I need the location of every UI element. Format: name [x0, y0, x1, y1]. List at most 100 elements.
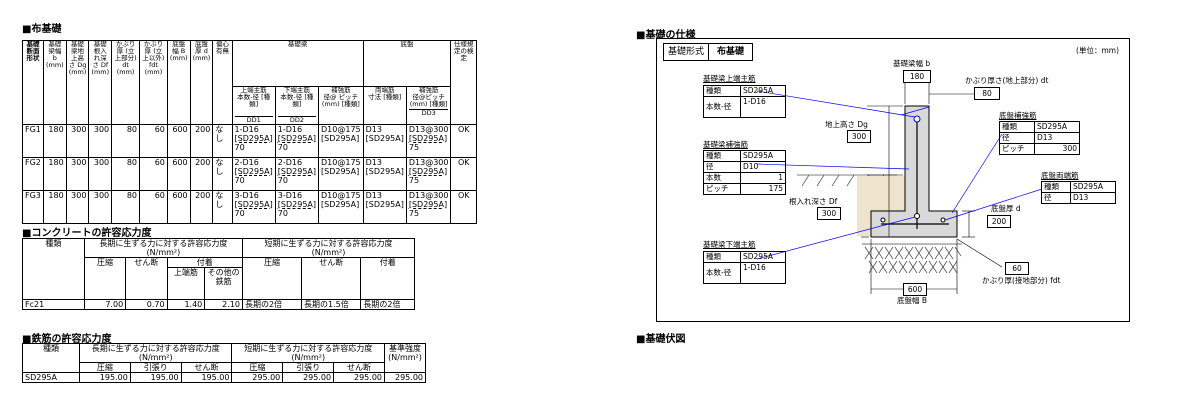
- cell-line: 70: [277, 209, 288, 218]
- ct-comp: 圧縮: [83, 257, 127, 300]
- slab-end-sub: 寸法 [種類]: [368, 93, 402, 101]
- cell: 200: [189, 157, 214, 191]
- cell: 径: [999, 132, 1035, 144]
- cell: 300: [88, 190, 113, 224]
- section-title-spec: ■基礎の仕様: [636, 30, 696, 41]
- cell: 長期の2倍: [241, 299, 303, 310]
- foundation-body: [870, 105, 958, 238]
- cell: 200: [189, 190, 214, 224]
- rt-kind: 種類: [22, 343, 80, 373]
- rt-ltens: 引張り: [129, 362, 182, 373]
- ct-other: その他の 鉄筋: [204, 267, 243, 300]
- table-row: SD295A 195.00 195.00 195.00 295.00 295.0…: [22, 372, 426, 383]
- rt-std-unit: (N/mm²): [388, 353, 422, 362]
- cell-line: 70: [234, 143, 245, 152]
- bot-bar-title: 基礎梁下端主筋: [703, 240, 756, 249]
- cell-line: [SD295A]: [234, 134, 273, 143]
- cell-line: D13: [365, 191, 382, 200]
- ct-shear: せん断: [125, 257, 168, 300]
- cell: 200: [189, 124, 214, 158]
- top-bar-title: 基礎梁上端主筋: [703, 74, 756, 83]
- cell: 1-D16: [740, 262, 786, 284]
- col-check: 仕様規定の検定: [450, 40, 477, 125]
- cell-line: [SD295A]: [234, 200, 273, 209]
- col-dt: かぶり厚 (立上部分) dt (mm): [111, 40, 141, 125]
- ct-short-label: 短期に生ずる力に対する許容応力度: [264, 239, 393, 248]
- cell-line: D10@175: [321, 158, 361, 167]
- rt-short-unit: (N/mm²): [291, 353, 326, 362]
- cell: Fc21: [22, 299, 85, 310]
- cell: SD295A: [1034, 121, 1080, 133]
- ct-short-unit: (N/mm²): [311, 248, 346, 257]
- ct-long-unit: (N/mm²): [146, 248, 181, 257]
- section-title-concrete: ■コンクリートの許容応力度: [22, 228, 152, 239]
- cell: 180: [42, 190, 67, 224]
- section-title-nunokiso: ■布基礎: [22, 24, 62, 35]
- col-fdt: かぶり厚 (立上以外) fdt (mm): [139, 40, 168, 125]
- col-shape: 基礎断面形状: [22, 40, 44, 125]
- cell: D13[SD295A]: [362, 124, 407, 158]
- rt-short: 短期に生ずる力に対する許容応力度(N/mm²): [231, 343, 385, 363]
- cell: OK: [450, 157, 477, 191]
- slab-rein-title: 底盤補強筋: [999, 111, 1037, 120]
- reinforce-sub: 径@ ピッチ (mm) [種類]: [321, 93, 360, 108]
- cell: OK: [450, 190, 477, 224]
- concrete-table: 種類 長期に生ずる力に対する許容応力度(N/mm²) 短期に生ずる力に対する許容…: [22, 238, 416, 310]
- cell-line: 75: [408, 176, 420, 185]
- cell: D13: [1070, 192, 1116, 204]
- cell: 種類: [703, 150, 741, 162]
- cell: 195.00: [79, 372, 131, 383]
- cell: D10: [740, 161, 786, 173]
- foundation-table: 基礎断面形状 基礎梁幅 b (mm) 基礎梁地上高さ Dg (mm) 基礎根入れ…: [22, 40, 477, 224]
- cell: 195.00: [129, 372, 182, 383]
- cell: 295.00: [231, 372, 284, 383]
- cell-line: D10@175: [321, 125, 361, 134]
- ct-long-label: 長期に生ずる力に対する許容応力度: [99, 239, 228, 248]
- cell: 175: [740, 183, 786, 195]
- cell: SD295A: [740, 150, 786, 162]
- cell: SD295A: [1070, 181, 1116, 193]
- cell-line: D13@300: [408, 191, 449, 200]
- cell: 1: [740, 172, 786, 184]
- cell: 径: [703, 161, 741, 173]
- cell: 295.00: [384, 372, 426, 383]
- cell: 600: [166, 157, 191, 191]
- rt-lcomp: 圧縮: [79, 362, 131, 373]
- cell-line: [SD295A]: [277, 134, 317, 143]
- ct-kind: 種類: [22, 238, 85, 300]
- rt-lshear: せん断: [180, 362, 233, 373]
- cell: 60: [139, 157, 168, 191]
- cell: 295.00: [282, 372, 335, 383]
- col-reinforce: 補強筋 径@ ピッチ (mm) [種類]: [318, 86, 364, 125]
- rt-long-unit: (N/mm²): [138, 353, 173, 362]
- section-title-rebar: ■鉄筋の許容応力度: [22, 334, 112, 345]
- cell-line: [SD295A]: [408, 167, 448, 176]
- bottom-bar-sub: 本数-径 [種類]: [280, 93, 314, 108]
- bottom-bar-label: 下端主筋: [283, 86, 310, 94]
- ct-sbond: 付着: [360, 257, 415, 300]
- col-b: 基礎梁幅 b (mm): [42, 40, 67, 125]
- top-bar-label: 上端主筋: [240, 86, 267, 94]
- cell-line: [SD295A]: [277, 167, 317, 176]
- slab-end-title: 底盤両端筋: [1041, 171, 1079, 180]
- cell: D10@175[SD295A]: [318, 124, 364, 158]
- cover-bot-label: かぶり厚(接地部分) fdt: [982, 276, 1061, 285]
- cell-line: 70: [277, 143, 288, 152]
- cell: D13@300[SD295A]75: [405, 157, 452, 191]
- cell: 295.00: [333, 372, 385, 383]
- cell: 2-D16[SD295A]70: [274, 157, 320, 191]
- cell: SD295A: [740, 251, 786, 263]
- beam-width-label: 基礎梁幅 b: [893, 59, 931, 68]
- cell-line: D13: [365, 125, 382, 134]
- spec-frame: 基礎形式 布基礎 (単位：mm) 基礎梁幅 b 180 かぶり厚さ(地上部分) …: [656, 38, 1130, 322]
- top-bar-sub: 本数-径 [種類]: [237, 93, 271, 108]
- cell: なし: [212, 157, 233, 191]
- rt-long: 長期に生ずる力に対する許容応力度(N/mm²): [78, 343, 233, 363]
- cell: なし: [212, 190, 233, 224]
- row-name: FG2: [22, 157, 44, 191]
- table-row: Fc21 7.00 0.70 1.40 2.10 長期の2倍 長期の1.5倍 長…: [22, 299, 415, 310]
- slab-width-value: 600: [903, 283, 927, 296]
- cell-line: D10@175: [321, 191, 361, 200]
